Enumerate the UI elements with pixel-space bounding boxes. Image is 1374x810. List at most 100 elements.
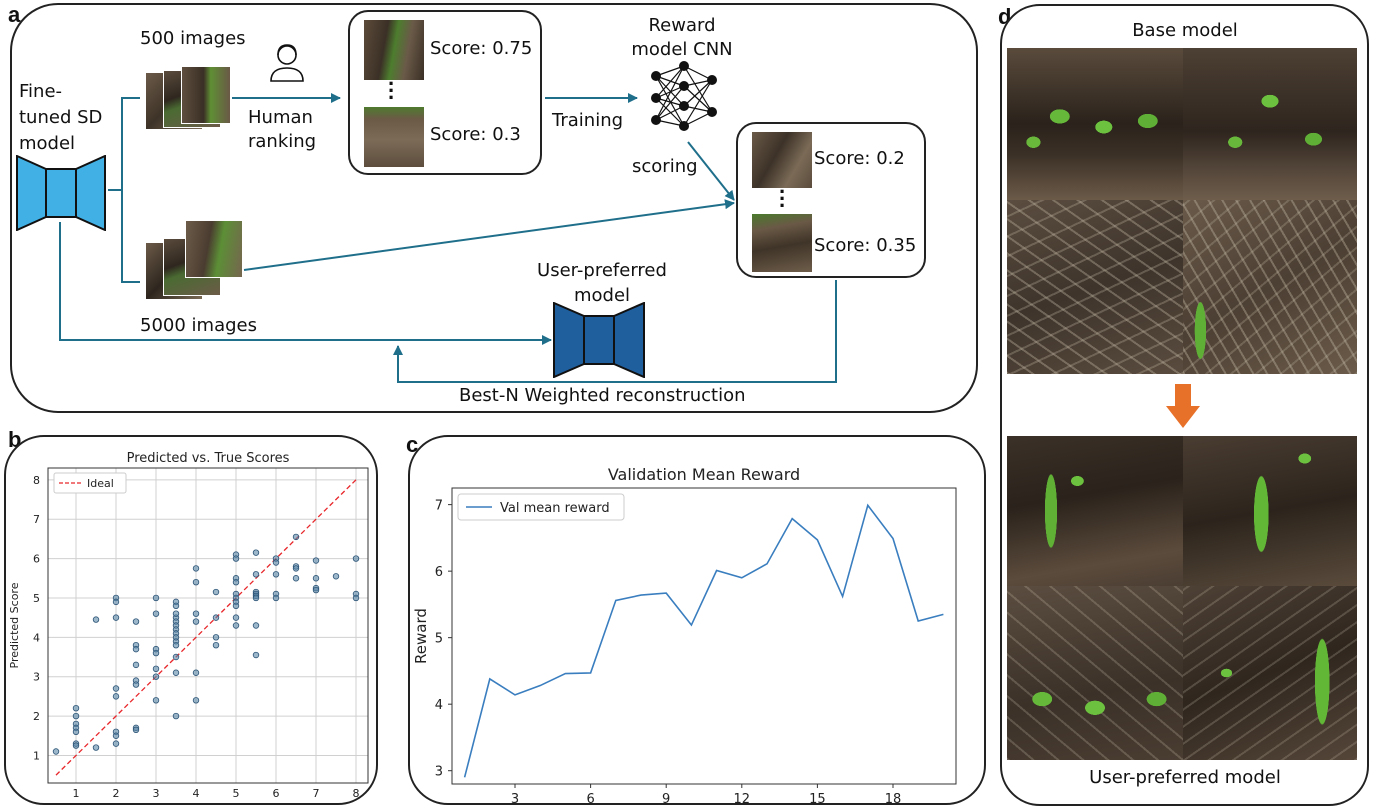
data-point [272, 559, 280, 566]
data-point [152, 697, 160, 704]
reconstruction-label: Best-N Weighted reconstruction [459, 385, 746, 406]
down-arrow-icon [1166, 384, 1200, 428]
score-b2-label: Score: 0.35 [814, 235, 917, 256]
data-point [132, 726, 140, 734]
data-point [272, 594, 280, 602]
data-point [232, 555, 240, 562]
field-thumb-ranked-bottom [364, 107, 424, 167]
sd-model-label: Fine- tuned SD model [19, 81, 103, 154]
user-model-label: User-preferred model [537, 260, 667, 306]
field-thumb-ranked-top [364, 20, 424, 80]
x-tick-label: 5 [233, 787, 240, 800]
y-tick-label: 2 [33, 710, 40, 723]
data-point [72, 728, 80, 736]
legend-box [457, 493, 625, 521]
data-point [92, 744, 100, 751]
score-high-label: Score: 0.75 [430, 38, 533, 59]
data-point [192, 610, 200, 617]
data-point [172, 641, 180, 649]
x-tick-label: 18 [885, 792, 902, 805]
data-point [112, 732, 120, 739]
panel-c [408, 435, 986, 805]
x-tick-label: 6 [586, 792, 594, 805]
training-label: Training [552, 110, 624, 131]
y-tick-label: 7 [435, 499, 443, 514]
y-tick-label: 3 [33, 671, 40, 684]
plot-frame [47, 467, 369, 784]
y-tick-label: 4 [435, 698, 443, 713]
data-point [152, 665, 160, 673]
data-point [172, 653, 180, 661]
data-point [252, 622, 260, 629]
y-tick-label: 5 [33, 592, 40, 605]
y-tick-label: 1 [33, 749, 40, 762]
field-thumb-scored-top [752, 132, 812, 188]
field-image [1007, 200, 1183, 374]
field-image [1007, 586, 1183, 760]
data-point [132, 618, 140, 625]
x-tick-label: 3 [511, 792, 519, 805]
chart-title: Predicted vs. True Scores [127, 451, 290, 466]
y-tick-label: 4 [33, 631, 40, 644]
data-point [312, 557, 320, 564]
data-point [192, 565, 200, 572]
arrow-scoring [687, 141, 735, 201]
scoring-label: scoring [632, 156, 698, 177]
y-tick-label: 7 [33, 513, 40, 526]
chart-title: Validation Mean Reward [608, 465, 800, 484]
reward-model-label: Reward model CNN [631, 15, 733, 60]
data-point [192, 578, 200, 586]
field-image [1183, 436, 1357, 586]
data-point [212, 614, 220, 621]
data-point [152, 610, 160, 617]
x-tick-label: 4 [193, 787, 200, 800]
data-point [332, 573, 340, 580]
data-point [232, 622, 240, 629]
data-point [112, 693, 120, 700]
y-axis-label: Predicted Score [8, 582, 21, 668]
data-point [152, 673, 160, 680]
legend-label: Val mean reward [500, 501, 610, 516]
arrow-5000-to-scored [243, 199, 735, 271]
data-point [112, 740, 120, 747]
data-point [192, 618, 200, 625]
x-tick-label: 2 [113, 787, 120, 800]
panel-a-connectors [59, 93, 837, 383]
x-tick-label: 8 [353, 787, 360, 800]
data-point [212, 641, 220, 649]
ideal-line [55, 479, 357, 776]
neural-network-icon [651, 61, 717, 131]
y-tick-label: 6 [33, 553, 40, 566]
user-model-title: User-preferred model [1089, 767, 1281, 788]
field-image [1183, 48, 1357, 200]
data-point [52, 748, 60, 755]
human-ranking-label: Human ranking [248, 107, 317, 152]
field-image [1183, 586, 1357, 760]
images-500-label: 500 images [140, 28, 246, 49]
data-point [172, 634, 180, 641]
plot-frame [451, 487, 957, 785]
x-tick-label: 1 [73, 787, 80, 800]
data-point [292, 533, 300, 541]
data-point [112, 598, 120, 606]
data-point [252, 571, 260, 578]
legend-box [53, 472, 127, 494]
data-point [252, 651, 260, 659]
images-5000-label: 5000 images [140, 315, 257, 336]
data-point [252, 549, 260, 556]
data-point [352, 594, 360, 602]
x-tick-label: 7 [313, 787, 320, 800]
data-point [132, 681, 140, 688]
score-b1-label: Score: 0.2 [814, 148, 905, 169]
data-point [152, 594, 160, 602]
data-point [312, 575, 320, 582]
data-point [152, 649, 160, 657]
field-thumb [181, 66, 231, 124]
panel-a-label: a [8, 2, 21, 27]
data-point [292, 565, 300, 572]
data-point [132, 661, 140, 669]
arrow-sd-to-user [59, 222, 552, 345]
x-axis-label: True Score [178, 802, 237, 805]
